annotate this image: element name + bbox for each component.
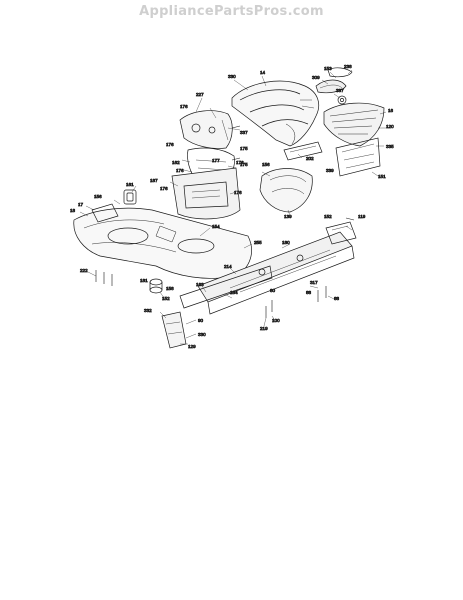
callout-153a: 153 (324, 66, 332, 71)
callout-119: 119 (358, 214, 366, 219)
front-bumper-part[interactable] (325, 221, 357, 245)
callout-139: 139 (284, 214, 292, 219)
callout-90: 90 (198, 318, 204, 323)
callout-176d: 176 (176, 168, 184, 173)
fuel-tank-part[interactable] (259, 168, 313, 213)
fasteners (95, 125, 355, 318)
callout-156: 156 (262, 162, 270, 167)
callout-162: 162 (172, 160, 180, 165)
callout-158: 158 (166, 286, 174, 291)
dash-panel-part[interactable] (179, 110, 233, 149)
callout-187: 187 (150, 178, 158, 183)
callout-176c: 176 (236, 160, 244, 165)
callout-330a: 330 (228, 74, 236, 79)
callout-309: 309 (312, 75, 320, 80)
callout-163: 163 (196, 282, 204, 287)
callout-332: 332 (144, 308, 152, 313)
badge-part[interactable] (327, 67, 353, 78)
callout-129: 129 (188, 344, 196, 349)
frame-part[interactable] (197, 231, 355, 315)
callout-88b: 88 (334, 296, 340, 301)
callout-100: 100 (272, 318, 280, 323)
callout-152b: 152 (162, 296, 170, 301)
callout-16: 16 (388, 108, 394, 113)
callout-255: 255 (254, 240, 262, 245)
hood-pad-part[interactable] (283, 141, 323, 161)
callout-152: 152 (324, 214, 332, 219)
callout-219: 219 (260, 326, 268, 331)
site-watermark: AppliancePartsPros.com (139, 4, 324, 19)
grill-part[interactable] (323, 102, 385, 147)
callout-202: 202 (306, 156, 314, 161)
callout-339: 339 (326, 168, 334, 173)
callout-120: 120 (386, 124, 394, 129)
callout-151: 151 (378, 174, 386, 179)
callout-180: 180 (282, 240, 290, 245)
console-body-part[interactable] (171, 167, 241, 220)
callout-335: 335 (386, 144, 394, 149)
callout-337a: 337 (336, 88, 344, 93)
callout-14: 14 (260, 70, 266, 75)
callout-317: 317 (310, 280, 318, 285)
callout-176e: 176 (160, 186, 168, 191)
callout-156b: 156 (94, 194, 102, 199)
cup-holder-part[interactable] (123, 189, 137, 205)
lower-frame-part[interactable] (179, 265, 273, 309)
callout-175a: 175 (240, 146, 248, 151)
callout-176a: 176 (180, 104, 188, 109)
callout-181: 181 (140, 278, 148, 283)
seat-plate-part[interactable] (91, 203, 119, 223)
callout-222: 222 (80, 268, 88, 273)
callout-177: 177 (212, 158, 220, 163)
callout-17: 17 (78, 202, 84, 207)
hood-part[interactable] (231, 80, 319, 147)
bushing-part[interactable] (149, 278, 163, 294)
callout-184: 184 (230, 290, 238, 295)
callout-214: 214 (224, 264, 232, 269)
callout-330b: 330 (198, 332, 206, 337)
grill-bracket-part[interactable] (335, 137, 381, 177)
callout-227: 227 (196, 92, 204, 97)
callout-175b: 175 (240, 162, 248, 167)
callout-80: 80 (270, 288, 276, 293)
callout-18: 18 (70, 208, 76, 213)
callout-337b: 337 (240, 130, 248, 135)
callout-154: 154 (212, 224, 220, 229)
callout-161: 161 (126, 182, 134, 187)
callout-88a: 88 (306, 290, 312, 295)
callout-238: 238 (344, 64, 352, 69)
headlight-assembly-part[interactable] (337, 95, 347, 105)
callout-176b: 176 (166, 142, 174, 147)
callout-176f: 176 (234, 190, 242, 195)
headlight-lens-part[interactable] (315, 79, 347, 94)
leader-lines (79, 69, 387, 345)
